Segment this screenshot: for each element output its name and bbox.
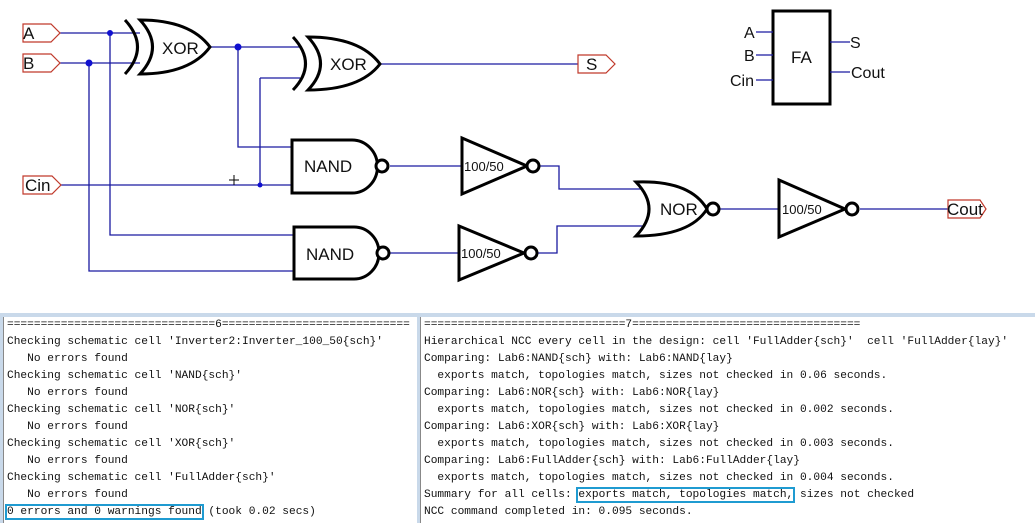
fa-output-s: S — [850, 35, 861, 52]
summary-rest: sizes not checked — [793, 489, 915, 501]
log-line: exports match, topologies match, sizes n… — [424, 438, 894, 450]
port-b[interactable]: B — [22, 53, 61, 73]
summary-prefix: Summary for all cells: — [424, 489, 579, 501]
drc-output-pane[interactable]: ===============================6========… — [3, 317, 417, 523]
port-a[interactable]: A — [22, 23, 61, 43]
fa-input-a: A — [744, 25, 755, 42]
wires — [60, 32, 948, 272]
nand-gate-2[interactable]: NAND — [292, 225, 391, 281]
port-cin[interactable]: Cin — [22, 175, 62, 195]
fa-input-b: B — [744, 48, 755, 65]
junction-dot — [257, 182, 263, 188]
log-line: Comparing: Lab6:NAND{sch} with: Lab6:NAN… — [424, 353, 733, 365]
log-line: Checking schematic cell 'NAND{sch}' — [7, 370, 242, 382]
xor-gate-1[interactable]: XOR — [123, 18, 212, 76]
inverter-1-label: 100/50 — [464, 159, 504, 174]
summary-line: Summary for all cells: exports match, to… — [421, 487, 1035, 504]
ncc-output-pane[interactable]: ==============================7=========… — [420, 317, 1035, 523]
log-line: exports match, topologies match, sizes n… — [424, 472, 894, 484]
log-line: Checking schematic cell 'NOR{sch}' — [7, 404, 236, 416]
log-line: Comparing: Lab6:FullAdder{sch} with: Lab… — [424, 455, 800, 467]
junction-dot — [85, 59, 93, 67]
fa-icon-label: FA — [791, 48, 812, 67]
summary-line: 0 errors and 0 warnings found (took 0.02… — [4, 504, 417, 521]
separator-line: ===============================6========… — [7, 319, 410, 331]
xor-gate-2[interactable]: XOR — [291, 35, 382, 92]
log-line: Checking schematic cell 'XOR{sch}' — [7, 438, 236, 450]
cursor-crosshair-icon — [229, 175, 239, 185]
log-line: Checking schematic cell 'Inverter2:Inver… — [7, 336, 383, 348]
separator-line: ==============================7=========… — [424, 319, 861, 331]
inverter-3[interactable]: 100/50 — [777, 177, 860, 240]
port-s[interactable]: S — [577, 54, 616, 74]
xor-gate-2-label: XOR — [330, 55, 367, 74]
summary-rest: (took 0.02 secs) — [201, 506, 316, 518]
schematic-canvas[interactable]: A B Cin S Cout XOR XOR NAND NAND — [0, 0, 1035, 300]
log-line: Comparing: Lab6:XOR{sch} with: Lab6:XOR{… — [424, 421, 720, 433]
log-line: Comparing: Lab6:NOR{sch} with: Lab6:NOR{… — [424, 387, 720, 399]
log-line: No errors found — [7, 353, 128, 365]
nand-gate-1-label: NAND — [304, 157, 352, 176]
nor-gate-label: NOR — [660, 200, 698, 219]
fa-output-cout: Cout — [851, 65, 885, 82]
junction-dot — [107, 30, 113, 36]
inverter-1[interactable]: 100/50 — [460, 135, 541, 197]
inverter-2[interactable]: 100/50 — [457, 223, 539, 283]
log-line: exports match, topologies match, sizes n… — [424, 404, 894, 416]
completion-line: NCC command completed in: 0.095 seconds. — [424, 506, 693, 518]
inverter-3-label: 100/50 — [782, 202, 822, 217]
junction-dot — [234, 43, 242, 51]
port-cout-label: Cout — [947, 200, 983, 219]
log-line: No errors found — [7, 421, 128, 433]
log-line: Checking schematic cell 'FullAdder{sch}' — [7, 472, 276, 484]
port-cin-label: Cin — [25, 176, 51, 195]
fa-input-cin: Cin — [730, 73, 754, 90]
inverter-2-label: 100/50 — [461, 246, 501, 261]
highlighted-result: exports match, topologies match, — [576, 487, 796, 503]
xor-gate-1-label: XOR — [162, 39, 199, 58]
port-cout[interactable]: Cout — [947, 199, 987, 219]
messages-console: ===============================6========… — [0, 313, 1035, 523]
nand-gate-2-label: NAND — [306, 245, 354, 264]
log-line: No errors found — [7, 489, 128, 501]
port-b-label: B — [23, 54, 34, 73]
nor-gate[interactable]: NOR — [632, 180, 721, 238]
log-line: Hierarchical NCC every cell in the desig… — [424, 336, 1009, 348]
nand-gate-1[interactable]: NAND — [290, 138, 390, 195]
log-line: No errors found — [7, 387, 128, 399]
log-line: No errors found — [7, 455, 128, 467]
port-s-label: S — [586, 55, 597, 74]
full-adder-icon-symbol[interactable]: FA A B Cin S Cout — [730, 9, 885, 106]
log-line: exports match, topologies match, sizes n… — [424, 370, 888, 382]
port-a-label: A — [23, 24, 35, 43]
highlighted-result: 0 errors and 0 warnings found — [5, 504, 204, 520]
